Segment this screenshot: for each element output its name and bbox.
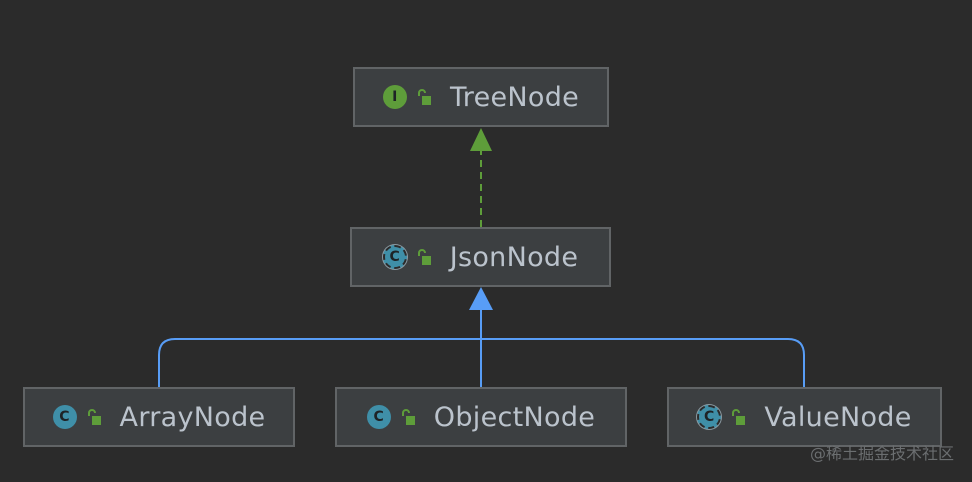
node-label: ValueNode [764, 401, 912, 433]
class-icon: C [366, 405, 391, 429]
unlocked-public-icon [401, 409, 415, 425]
class-icon: C [52, 405, 77, 429]
abstract-class-icon: C [697, 405, 722, 429]
interface-icon: I [382, 85, 407, 109]
edge-valuenode-extends-jsonnode [481, 338, 805, 388]
node-arraynode[interactable]: C ArrayNode [23, 387, 295, 447]
node-treenode[interactable]: I TreeNode [353, 67, 609, 127]
node-label: TreeNode [449, 81, 580, 113]
watermark: @稀土掘金技术社区 [809, 444, 954, 463]
node-label: JsonNode [449, 241, 579, 273]
abstract-class-icon: C [382, 245, 407, 269]
node-label: ArrayNode [119, 401, 266, 433]
unlocked-public-icon [732, 409, 746, 425]
unlocked-public-icon [87, 409, 101, 425]
node-jsonnode[interactable]: C JsonNode [350, 227, 611, 287]
edge-arraynode-extends-jsonnode [158, 338, 481, 388]
node-valuenode[interactable]: C ValueNode [667, 387, 942, 447]
implements-arrowhead [470, 128, 492, 151]
unlocked-public-icon [417, 249, 431, 265]
node-objectnode[interactable]: C ObjectNode [335, 387, 627, 447]
extends-arrowhead [469, 287, 493, 310]
unlocked-public-icon [417, 89, 431, 105]
node-label: ObjectNode [433, 401, 596, 433]
